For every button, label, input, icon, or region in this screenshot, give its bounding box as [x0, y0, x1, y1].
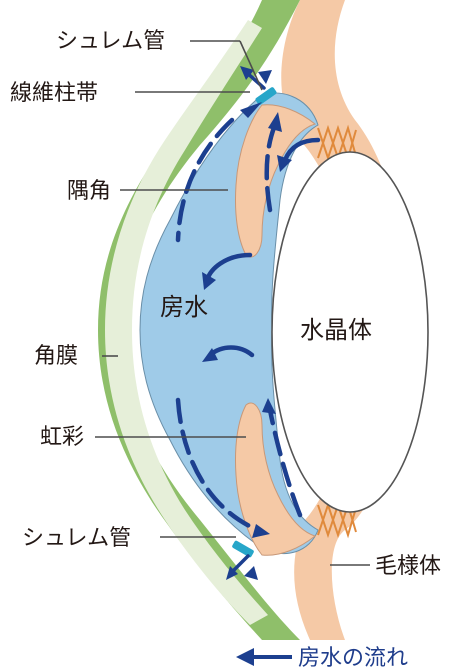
label-trabecular-meshwork: 線維柱帯: [10, 81, 98, 106]
label-lens: 水晶体: [300, 316, 372, 344]
label-aqueous-humor: 房水: [160, 293, 208, 321]
legend-arrow-head: [236, 648, 254, 666]
legend-text: 房水の流れ: [298, 646, 408, 671]
label-ciliary-body: 毛様体: [375, 554, 441, 579]
label-schlemm-canal-bottom: シュレム管: [22, 526, 131, 551]
label-angle: 隅角: [67, 179, 111, 204]
label-schlemm-canal-top: シュレム管: [56, 29, 165, 54]
label-iris: 虹彩: [40, 425, 84, 450]
label-cornea: 角膜: [34, 344, 78, 369]
legend: 房水の流れ: [236, 646, 408, 671]
schlemm-canal-bottom-marker: [231, 540, 254, 558]
